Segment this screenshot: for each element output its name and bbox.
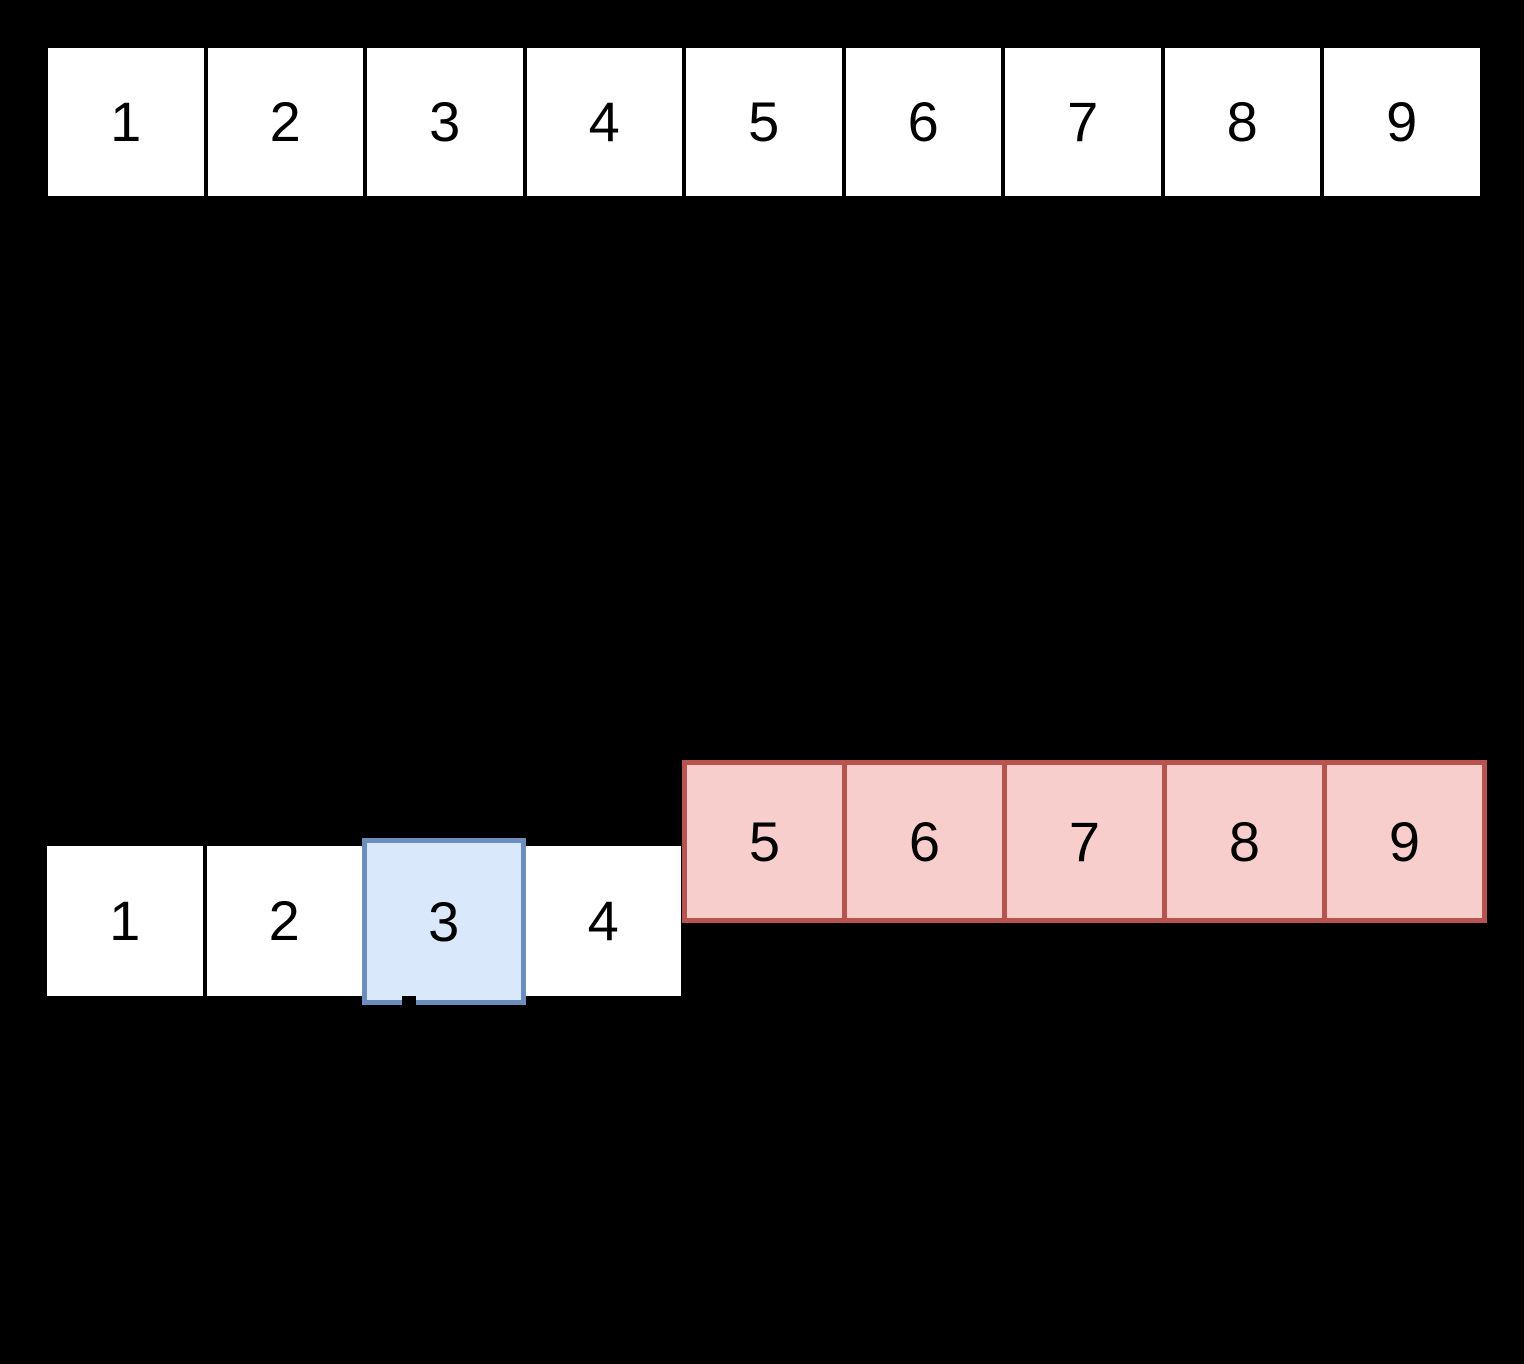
cell-value: 1 [109, 889, 141, 952]
cell-value: 5 [748, 90, 780, 153]
array-cell-highlighted: 3 [362, 838, 526, 1005]
array-cell: 8 [1162, 760, 1327, 923]
cell-value: 7 [1068, 809, 1101, 873]
cell-value: 3 [428, 889, 460, 953]
array-cell: 1 [44, 44, 208, 200]
array-cell: 7 [1001, 44, 1165, 200]
array-cell: 7 [1002, 760, 1167, 923]
cell-value: 9 [1388, 809, 1421, 873]
array-cell: 4 [521, 842, 685, 1000]
cell-value: 9 [1386, 90, 1418, 153]
array-cell: 5 [682, 44, 846, 200]
cell-value: 4 [588, 90, 620, 153]
cell-value: 8 [1226, 90, 1258, 153]
cell-value: 1 [110, 90, 142, 153]
array-cell: 2 [202, 842, 366, 1000]
cell-value: 8 [1228, 809, 1261, 873]
array-cell: 9 [1322, 760, 1487, 923]
cell-value: 2 [269, 90, 301, 153]
array-cell: 6 [841, 44, 1005, 200]
cell-value: 3 [429, 90, 461, 153]
cell-value: 5 [748, 809, 781, 873]
array-cell: 3 [363, 44, 527, 200]
cell-value: 4 [587, 889, 619, 952]
array-cell: 8 [1160, 44, 1324, 200]
array-cell: 5 [682, 760, 847, 923]
array-cell: 6 [842, 760, 1007, 923]
array-cell: 4 [522, 44, 686, 200]
array-cell: 1 [43, 842, 207, 1000]
cell-value: 7 [1067, 90, 1099, 153]
cell-value: 2 [268, 889, 300, 952]
cell-value: 6 [907, 90, 939, 153]
array-cell: 2 [203, 44, 367, 200]
array-cell: 9 [1320, 44, 1484, 200]
cell-value: 6 [908, 809, 941, 873]
stray-mark [402, 996, 416, 1007]
